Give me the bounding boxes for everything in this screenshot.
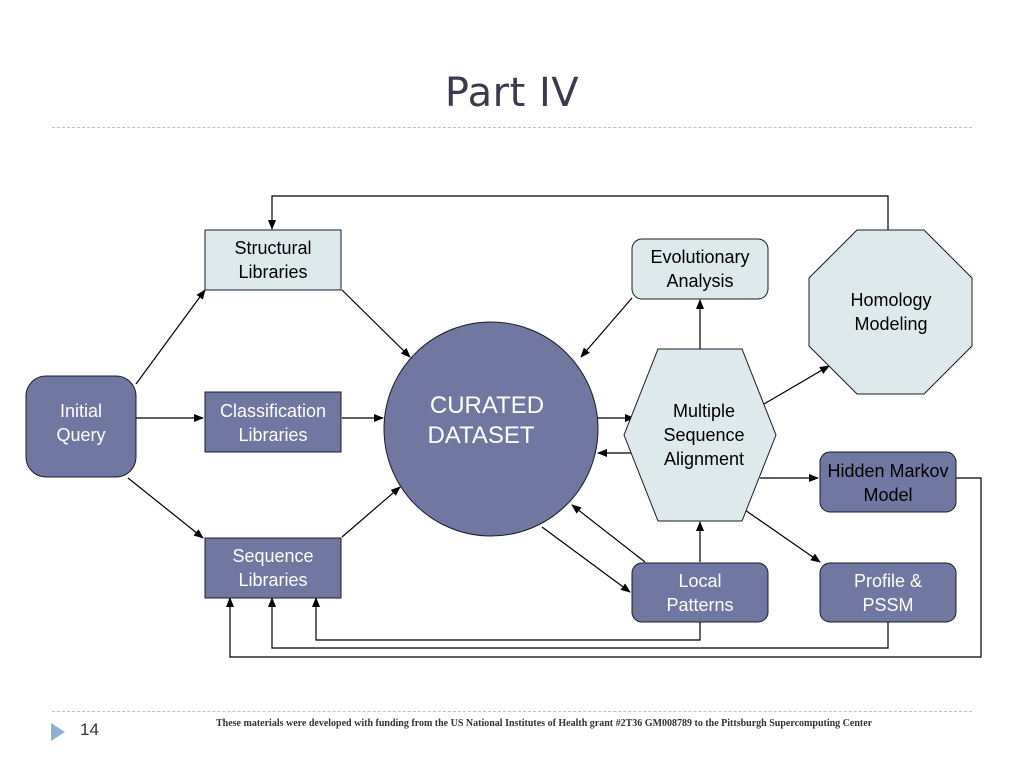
node-label: CURATED [430, 392, 544, 419]
node-label: Homology [850, 290, 931, 310]
node-label: Classification [220, 401, 326, 421]
arrow-msa-to-homology [763, 365, 830, 405]
node-label: Model [863, 485, 912, 505]
funding-note: These materials were developed with fund… [216, 718, 873, 729]
node-label: Evolutionary [650, 247, 749, 267]
arrow-hmm-to-sequence [226, 477, 982, 658]
node-label: DATASET [427, 422, 534, 449]
arrow-sequence-to-dataset [341, 486, 401, 538]
node-profile-pssm: Profile & PSSM [819, 562, 957, 623]
node-label: Alignment [664, 449, 744, 469]
arrow-homology-to-structural [268, 195, 889, 230]
node-evolutionary-analysis: Evolutionary Analysis [631, 238, 769, 300]
node-label: Hidden Markov [827, 461, 948, 481]
node-structural-libraries: Structural Libraries [204, 229, 342, 291]
node-label: Multiple [673, 401, 735, 421]
node-sequence-libraries: Sequence Libraries [204, 537, 342, 599]
node-label: Profile & [854, 571, 922, 591]
node-label: Libraries [238, 425, 307, 445]
arrow-query-to-sequence [127, 477, 204, 539]
node-label: Query [56, 425, 105, 445]
node-label: Libraries [238, 570, 307, 590]
page-number: 14 [80, 720, 99, 739]
node-label: Initial [60, 401, 102, 421]
node-label: Sequence [663, 425, 744, 445]
node-local-patterns: Local Patterns [631, 562, 769, 623]
arrow-structural-to-dataset [341, 289, 411, 358]
arrow-profile-to-sequence [268, 597, 889, 649]
connectors [127, 195, 982, 658]
arrow-local-to-dataset [571, 504, 646, 563]
node-curated-dataset: CURATED DATASET [383, 321, 599, 537]
node-label: Patterns [666, 595, 733, 615]
node-label: Libraries [238, 262, 307, 282]
slide-title: Part IV [444, 70, 580, 116]
title-divider [52, 127, 972, 128]
arrow-evolutionary-to-dataset [580, 297, 633, 358]
node-classification-libraries: Classification Libraries [204, 391, 342, 453]
node-multiple-sequence-alignment: Multiple Sequence Alignment [623, 348, 777, 522]
arrow-msa-to-profile [744, 509, 821, 563]
node-label: PSSM [862, 595, 913, 615]
node-label: Analysis [666, 271, 733, 291]
play-arrow-icon [51, 723, 65, 741]
node-initial-query: Initial Query [25, 375, 137, 478]
arrow-query-to-structural [135, 289, 206, 385]
node-label: Local [678, 571, 721, 591]
arrow-dataset-to-local [541, 526, 631, 593]
node-label: Structural [234, 238, 311, 258]
footer-divider [52, 711, 972, 712]
node-label: Modeling [854, 314, 927, 334]
node-hidden-markov-model: Hidden Markov Model [819, 451, 957, 513]
node-label: Sequence [232, 546, 313, 566]
node-homology-modeling: Homology Modeling [808, 229, 973, 395]
arrow-local-to-sequence [312, 597, 701, 641]
